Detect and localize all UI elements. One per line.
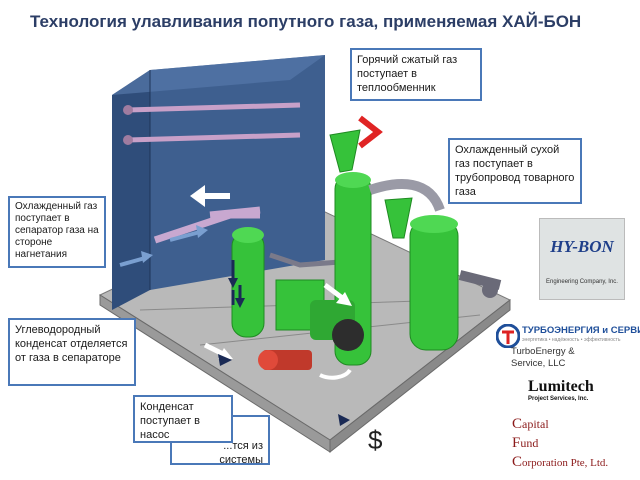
dollar-sign: $: [368, 425, 383, 455]
turboenergy-title: ТУРБОЭНЕРГИЯ и СЕРВИС: [522, 325, 640, 336]
callout-cooled-gas-separator: Охлажденный газ поступает в сепаратор га…: [8, 196, 106, 268]
callout-hydrocarbon-condensate: Углеводородный конденсат отделяется от г…: [8, 318, 136, 386]
hybon-logo: HY-BON Engineering Company, Inc.: [539, 218, 625, 300]
capital-line-3: Corporation Pte, Ltd.: [512, 453, 637, 473]
large-separator: [384, 197, 459, 351]
turboenergy-english: TurboEnergy & Service, LLC: [511, 346, 575, 369]
flow-arrows-dark: [218, 260, 350, 426]
fund-initial: F: [512, 435, 521, 451]
turboenergy-emblem-icon: [496, 324, 520, 348]
capital-rest: apital: [522, 417, 549, 431]
capital-line-2: Fund: [512, 434, 637, 453]
capital-line-1: Capital: [512, 415, 637, 434]
callout-hot-gas: Горячий сжатый газ поступает в теплообме…: [350, 48, 482, 101]
lumitech-logo: Lumitech Project Services, Inc.: [528, 378, 628, 402]
lumitech-sub: Project Services, Inc.: [528, 396, 589, 402]
heat-exchanger-cooler: [112, 55, 325, 310]
compressor: [275, 279, 364, 351]
callout-condensate-to-pump: Конденсат поступает в насос: [133, 395, 233, 443]
corporation-initial: C: [512, 454, 523, 470]
capital-initial: C: [512, 416, 523, 432]
capital-fund-logo: Capital Fund Corporation Pte, Ltd.: [512, 415, 637, 473]
turboenergy-tagline: энергетика • надёжность • эффективность: [522, 337, 621, 343]
condensate-pump: [258, 350, 312, 370]
callout-cooled-dry-gas: Охлажденный сухой газ поступает в трубоп…: [448, 138, 582, 204]
page-title: Технология улавливания попутного газа, п…: [30, 12, 582, 31]
suction-separator: [231, 227, 265, 338]
turboenergy-logo: ТУРБОЭНЕРГИЯ и СЕРВИС энергетика • надёж…: [496, 322, 640, 370]
hybon-logo-sub: Engineering Company, Inc.: [546, 279, 618, 285]
fund-rest: und: [520, 436, 539, 450]
corporation-rest: orporation Pte, Ltd.: [522, 457, 609, 469]
hybon-logo-text: HY-BON: [550, 237, 614, 256]
lumitech-title: Lumitech: [528, 378, 594, 395]
